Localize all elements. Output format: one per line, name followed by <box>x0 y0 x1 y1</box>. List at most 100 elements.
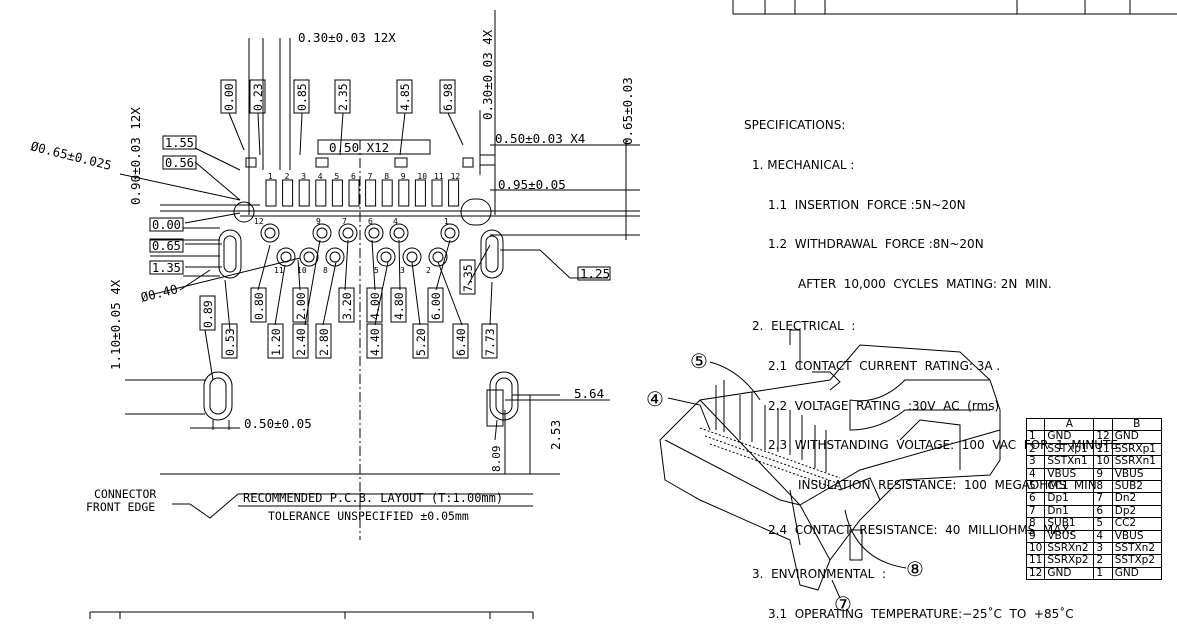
dim-slot-4x: 1.10±0.05 4X <box>108 279 123 370</box>
hole-number: 1 <box>444 217 449 226</box>
hole-number: 5 <box>374 266 379 275</box>
dim-box <box>439 79 456 114</box>
pin-number: 4 <box>1025 467 1046 482</box>
dim-box-value: 6.40 <box>454 328 468 356</box>
title-block-bottom <box>89 611 534 619</box>
dim-box <box>250 287 267 323</box>
tolerance-note: TOLERANCE UNSPECIFIED ±0.05mm <box>268 509 469 523</box>
dim-box-value: 0.00 <box>152 218 181 232</box>
through-hole <box>428 247 448 267</box>
dim-box-value: 1.20 <box>269 328 283 356</box>
pin-signal: Dn2 <box>1111 492 1162 506</box>
dim-dia-slot: Ø0.65±0.025 <box>29 138 113 173</box>
pin-signal: GND <box>1111 566 1162 581</box>
dim-box <box>292 323 309 359</box>
pin-signal: SSRXp1 <box>1111 442 1162 457</box>
front-edge-label-2: FRONT EDGE <box>86 500 155 514</box>
dim-box-value: 0.00 <box>222 83 236 111</box>
pad-number: 12 <box>451 172 461 181</box>
dim-box-value: 0.80 <box>252 292 266 320</box>
title-block-top <box>732 0 1177 15</box>
dim-box-value: 2.80 <box>317 328 331 356</box>
pin-number: 1 <box>1025 430 1046 444</box>
callout-4: ④ <box>646 387 664 411</box>
dim-dia-hole: Ø0.40 <box>139 281 179 305</box>
dim-box <box>149 260 184 275</box>
dim-box-value: 2.40 <box>294 328 308 356</box>
spec-operating-temp: 3.1 OPERATING TEMPERATURE:−25˚C TO +85˚C <box>768 606 1074 621</box>
dimension-lines <box>119 144 640 474</box>
pin-number: 9 <box>1025 529 1046 544</box>
hole-number: 8 <box>323 266 328 275</box>
pin-signal: SSTXn1 <box>1044 455 1095 469</box>
dim-564: 5.64 <box>574 386 604 401</box>
dim-pitch-12x: 0.30±0.03 12X <box>298 30 396 45</box>
connector-3d-view <box>659 329 1001 599</box>
dim-box <box>292 287 309 323</box>
pad-number: 10 <box>417 172 427 181</box>
header-b: B <box>1111 417 1162 432</box>
dim-box <box>149 238 184 253</box>
pin-signal: SSRXn2 <box>1044 542 1095 556</box>
dim-box <box>390 287 407 323</box>
slot-top-right <box>460 198 492 226</box>
through-hole <box>389 223 409 243</box>
dim-box-value: 3.20 <box>340 292 354 320</box>
hole-number: 10 <box>297 266 307 275</box>
layout-title: RECOMMENDED P.C.B. LAYOUT (T:1.00mm) <box>243 491 503 505</box>
dim-box-value: 6.98 <box>441 83 455 111</box>
smd-pad <box>298 179 310 207</box>
hole-number: 3 <box>400 266 405 275</box>
slot-bottom-right <box>489 371 519 421</box>
spec-withdrawal-force: 1.2 WITHDRAWAL FORCE :8N~20N <box>768 237 984 252</box>
pad-number: 11 <box>434 172 444 181</box>
smd-pad <box>414 179 426 207</box>
dim-809: 8.09 <box>490 446 503 473</box>
header-a: A <box>1044 417 1095 432</box>
dim-box <box>220 79 237 114</box>
spec-voltage-rating: 2.2 VOLTAGE RATING :30V AC (rms) <box>768 398 1000 413</box>
dim-095: 0.95±0.05 <box>498 177 566 192</box>
pin-signal: SSTXp2 <box>1111 554 1162 568</box>
dim-box-value: 2.35 <box>336 83 350 111</box>
through-hole <box>338 223 358 243</box>
pin-signal: CC1 <box>1044 480 1095 494</box>
through-hole <box>260 223 280 243</box>
pin-signal: CC2 <box>1111 517 1162 531</box>
dim-box <box>162 135 197 150</box>
pin-signal: VBUS <box>1111 529 1162 544</box>
pin-number: 7 <box>1025 504 1046 519</box>
pin-number: 1 <box>1093 566 1113 581</box>
dim-box-value: 1.55 <box>165 136 194 150</box>
reference-lines <box>248 10 627 240</box>
pin-number: 7 <box>1093 492 1113 506</box>
pin-signal: VBUS <box>1044 529 1095 544</box>
dim-box <box>459 259 476 295</box>
smd-pad <box>348 179 360 207</box>
spec-insertion-force: 1.1 INSERTION FORCE :5N~20N <box>768 197 966 212</box>
dim-box-value: 0.56 <box>165 156 194 170</box>
dim-box-value: 4.85 <box>398 83 412 111</box>
pin-number: 11 <box>1093 442 1113 457</box>
smd-pad <box>448 179 460 207</box>
slot-top-left <box>233 201 255 223</box>
callout-5: ⑤ <box>690 349 708 373</box>
through-hole <box>376 247 396 267</box>
dim-box <box>427 287 444 323</box>
dim-125: 1.25 <box>580 266 610 281</box>
pad-number: 8 <box>384 172 389 181</box>
dim-253: 2.53 <box>548 420 563 450</box>
pad-number: 3 <box>301 172 306 181</box>
dim-box <box>366 323 383 359</box>
pin-signal: VBUS <box>1111 467 1162 482</box>
dim-box <box>412 323 429 359</box>
